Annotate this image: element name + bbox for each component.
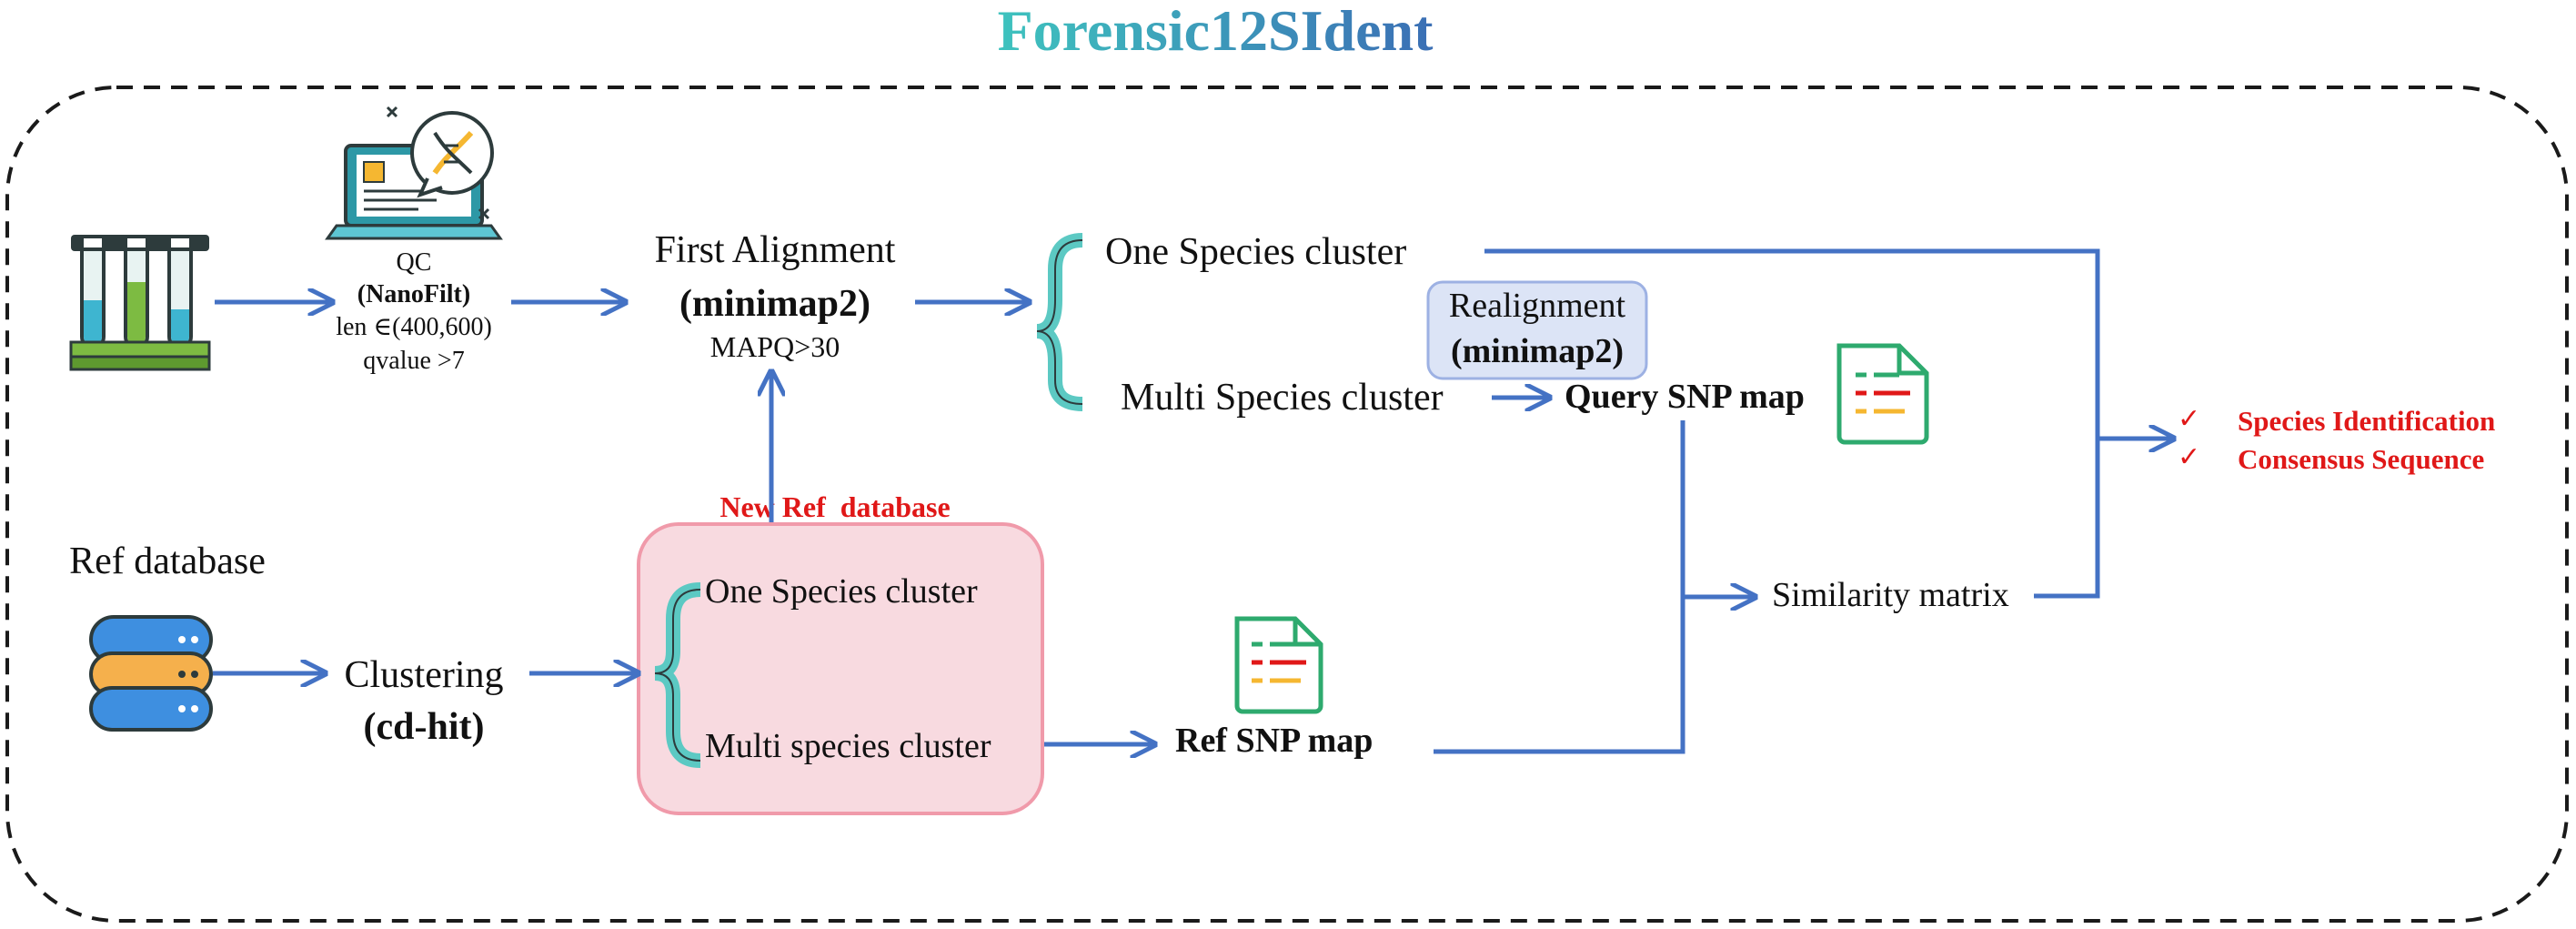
realignment-box: Realignment (minimap2) [1426, 280, 1648, 380]
output-check-2: ✓ [2178, 441, 2200, 473]
realignment-tool: (minimap2) [1451, 332, 1624, 370]
qc-quality-filter: qvalue >7 [363, 347, 464, 375]
pipeline-boundary [5, 86, 2569, 923]
laptop-dna-icon [325, 106, 503, 240]
line-similarity-to-output [2034, 439, 2100, 599]
top-one-species-cluster: One Species cluster [1105, 231, 1406, 273]
clustering-title: Clustering [345, 654, 504, 696]
qc-step: QC (NanoFilt) len ∈(400,600) qvalue >7 [336, 248, 492, 375]
database-icon [89, 615, 213, 732]
ref-database-label: Ref database [69, 540, 266, 582]
output-check-1: ✓ [2178, 403, 2200, 435]
line-query-snp-down [1434, 420, 1685, 754]
new-ref-database-label: New Ref database [719, 490, 950, 523]
output-consensus-sequence: Consensus Sequence [2238, 443, 2484, 475]
realignment-title: Realignment [1449, 287, 1626, 325]
new-ref-multi-species-cluster: Multi species cluster [705, 727, 991, 765]
qc-length-filter: len ∈(400,600) [336, 313, 492, 341]
output-species-identification: Species Identification [2238, 405, 2495, 437]
first-alignment-title: First Alignment [655, 229, 896, 271]
top-cluster-brace [1036, 233, 1083, 411]
first-alignment-tool: (minimap2) [679, 283, 870, 325]
ref-snp-doc-icon [1234, 616, 1323, 714]
first-alignment-step: First Alignment (minimap2) MAPQ>30 [655, 229, 896, 363]
qc-tool: (NanoFilt) [357, 280, 470, 308]
clustering-tool: (cd-hit) [364, 706, 485, 748]
query-snp-map: Query SNP map [1565, 378, 1805, 416]
outputs: ✓ Species Identification ✓ Consensus Seq… [2178, 403, 2495, 475]
new-ref-one-species-cluster: One Species cluster [705, 572, 978, 611]
test-tubes-icon [69, 235, 211, 371]
first-alignment-filter: MAPQ>30 [710, 330, 840, 363]
diagram-title: Forensic12SIdent [998, 0, 1434, 63]
connectors [213, 248, 2174, 754]
top-multi-species-cluster: Multi Species cluster [1121, 377, 1444, 419]
new-ref-database-box: One Species cluster Multi species cluste… [637, 522, 1044, 815]
line-one-species-to-output [1484, 248, 2100, 439]
query-snp-doc-icon [1836, 343, 1929, 445]
qc-title: QC [397, 248, 432, 277]
ref-snp-map: Ref SNP map [1175, 722, 1373, 760]
similarity-matrix: Similarity matrix [1772, 576, 2009, 614]
